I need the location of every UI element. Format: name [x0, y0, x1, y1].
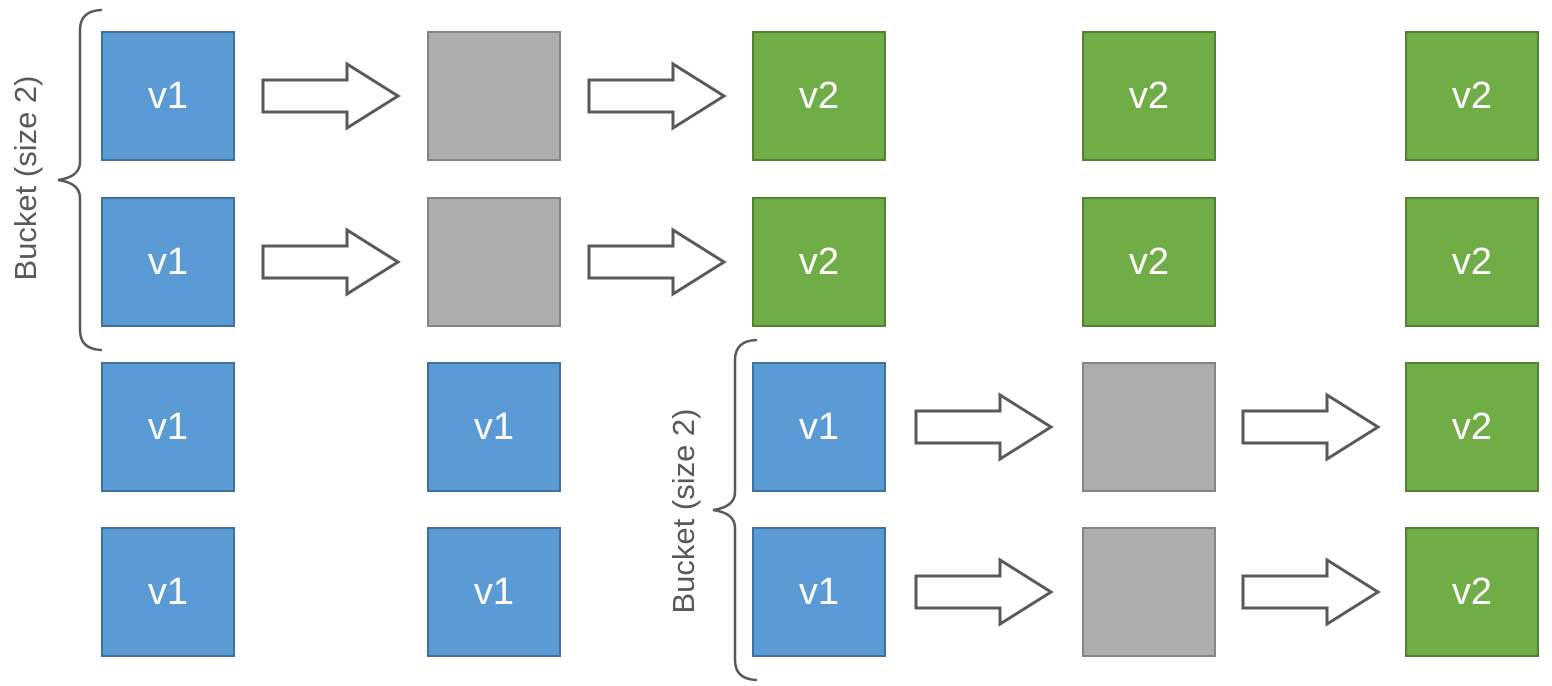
node-empty-r3c3: [1082, 527, 1216, 657]
bucket-size-label-left: Bucket (size 2): [8, 75, 43, 281]
curly-brace-icon: [712, 338, 758, 682]
node-v2-r2c4: v2: [1405, 362, 1539, 492]
node-v1-r2c2: v1: [752, 362, 886, 492]
node-v1-r2c1: v1: [427, 362, 561, 492]
node-v1-r1c0: v1: [101, 197, 235, 327]
node-v1-r3c0: v1: [101, 527, 235, 657]
node-v1-r0c0: v1: [101, 31, 235, 161]
node-v2-r1c3: v2: [1082, 197, 1216, 327]
arrow-right-icon: [261, 61, 401, 131]
arrow-right-icon: [1241, 392, 1381, 462]
node-v2-r0c4: v2: [1405, 31, 1539, 161]
node-v2-r1c4: v2: [1405, 197, 1539, 327]
curly-brace-icon: [57, 8, 103, 352]
node-v1-r3c1: v1: [427, 527, 561, 657]
node-empty-r2c3: [1082, 362, 1216, 492]
node-empty-r0c1: [427, 31, 561, 161]
arrow-right-icon: [261, 227, 401, 297]
node-v1-r2c0: v1: [101, 362, 235, 492]
arrow-right-icon: [587, 227, 727, 297]
bucket-size-label-right: Bucket (size 2): [666, 408, 701, 614]
node-v2-r3c4: v2: [1405, 527, 1539, 657]
node-v2-r1c2: v2: [752, 197, 886, 327]
node-v2-r0c3: v2: [1082, 31, 1216, 161]
arrow-right-icon: [587, 61, 727, 131]
node-v2-r0c2: v2: [752, 31, 886, 161]
arrow-right-icon: [1241, 557, 1381, 627]
arrow-right-icon: [914, 557, 1054, 627]
arrow-right-icon: [914, 392, 1054, 462]
node-empty-r1c1: [427, 197, 561, 327]
node-v1-r3c2: v1: [752, 527, 886, 657]
